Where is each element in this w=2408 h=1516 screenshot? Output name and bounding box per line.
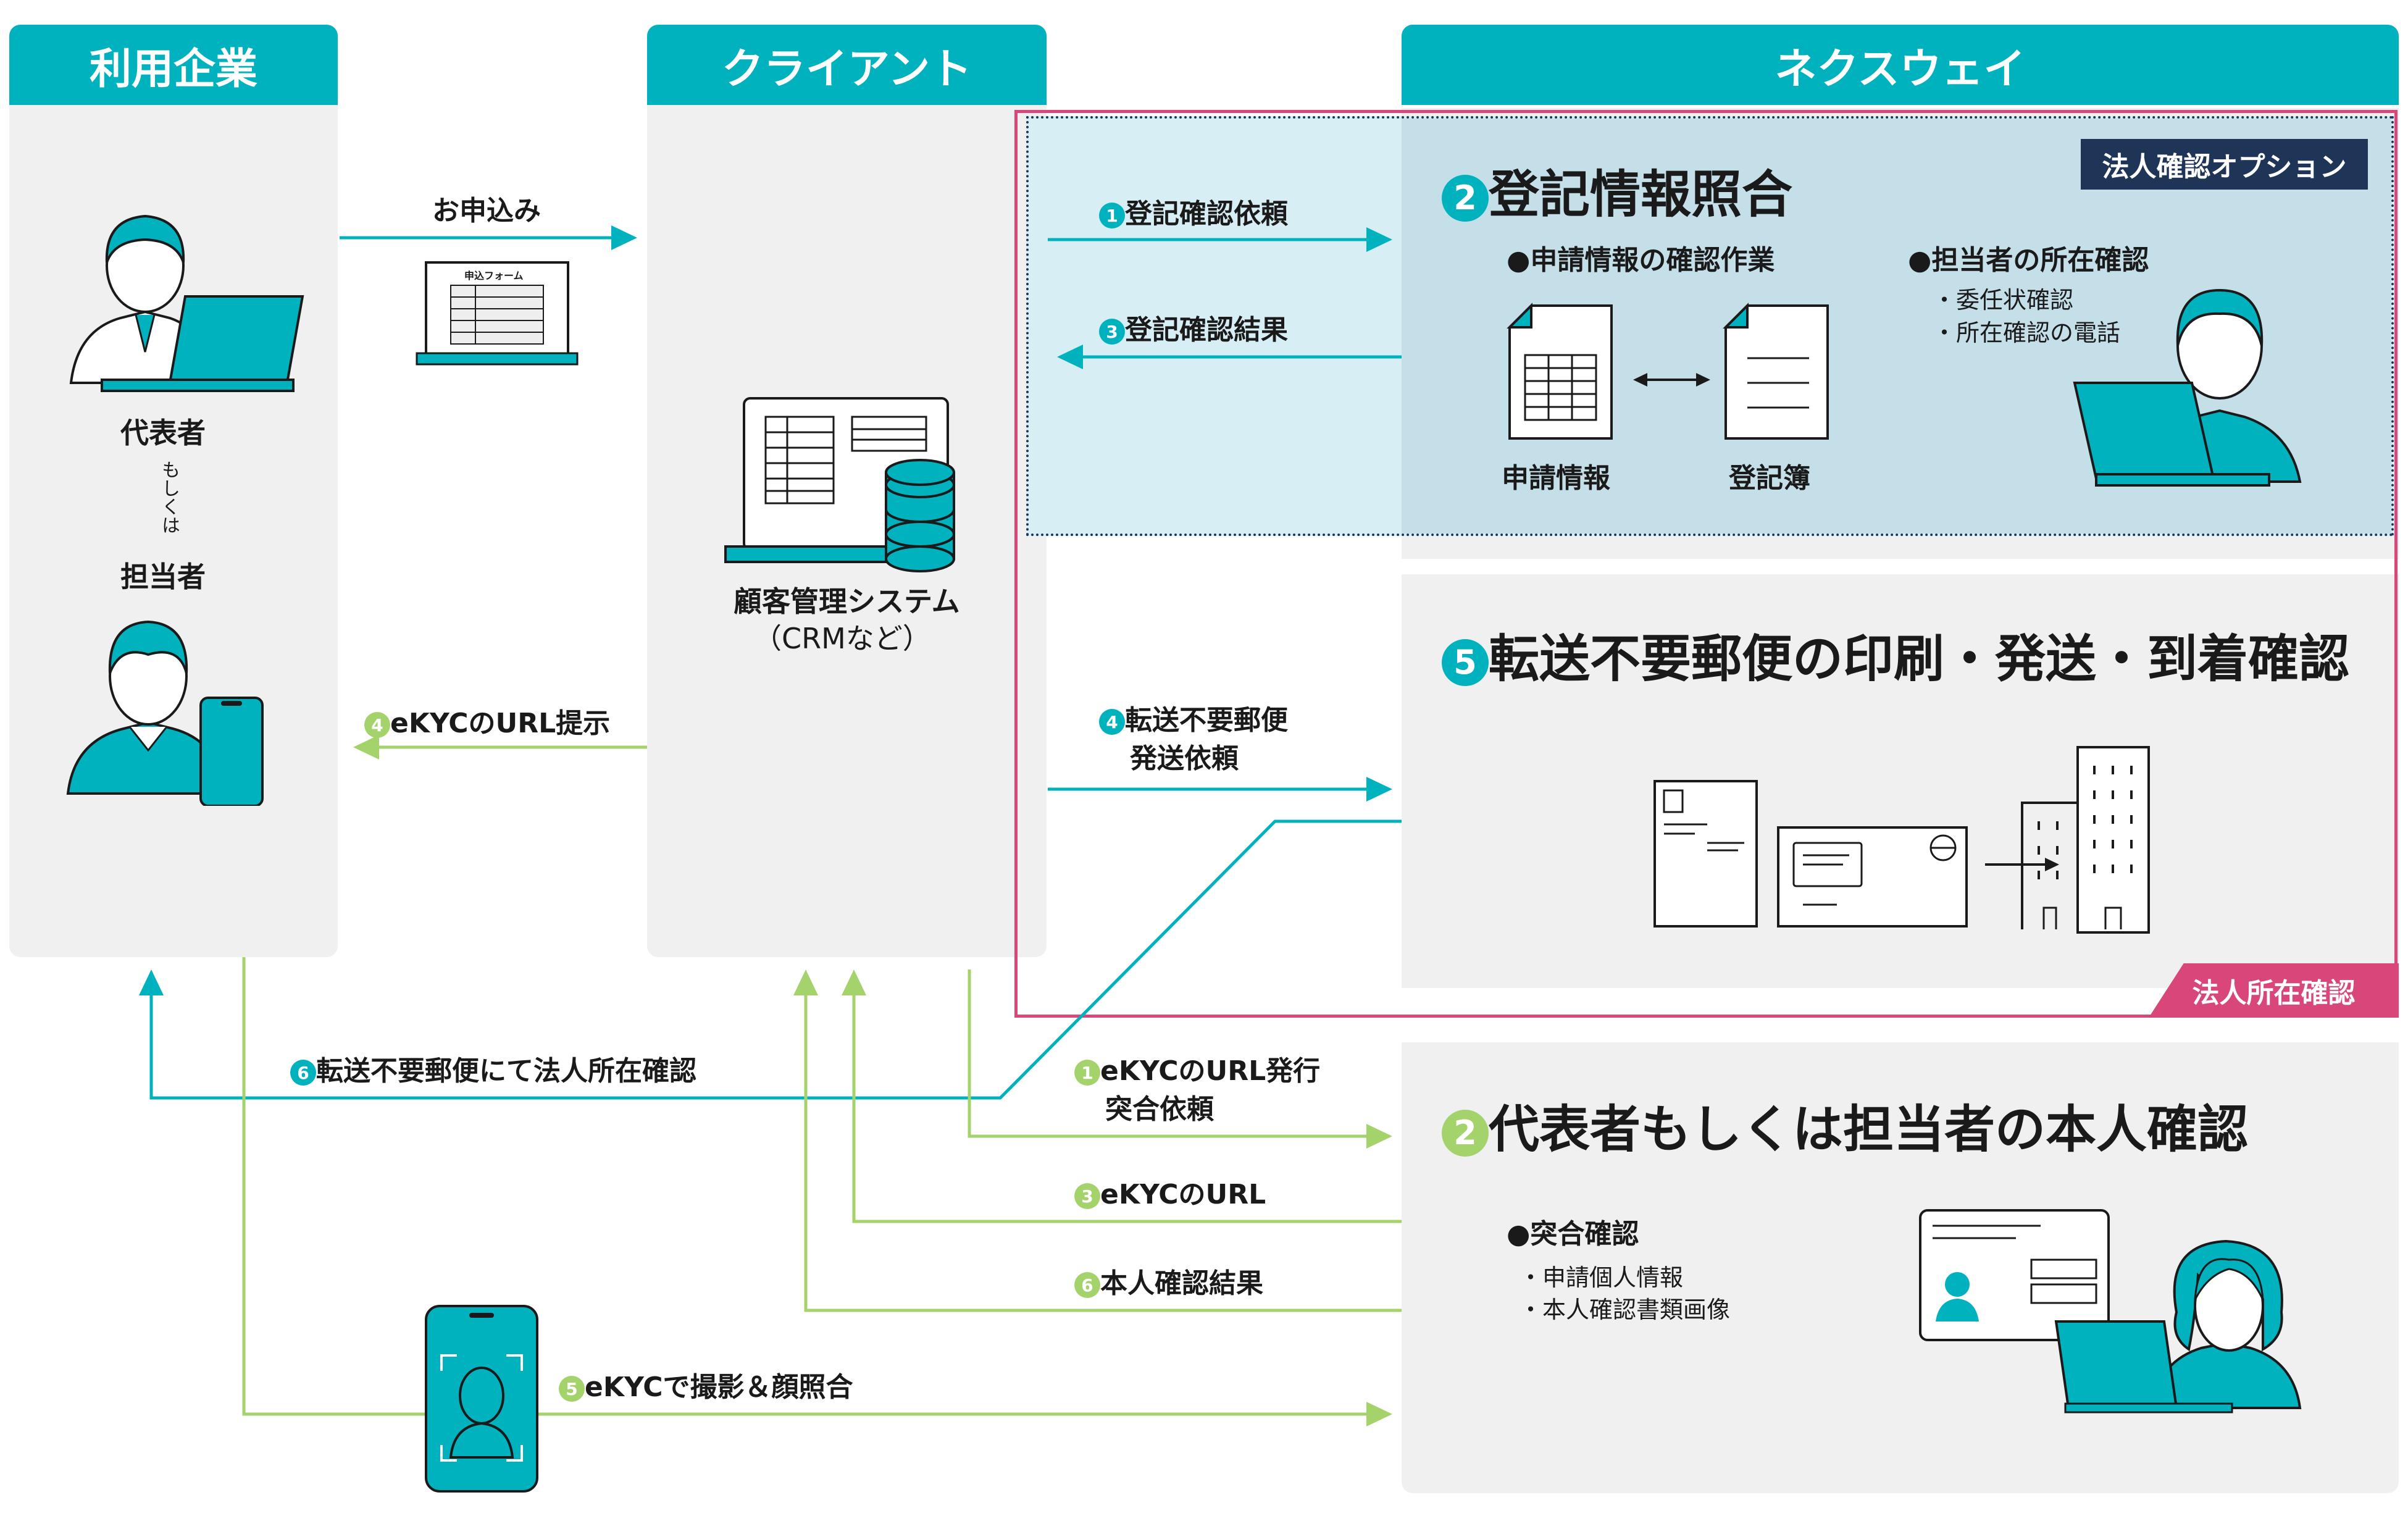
mail-process-illustration [1653, 746, 2150, 934]
operator-laptop-icon [2073, 288, 2302, 487]
crm-label-line2: （CRMなど） [753, 622, 931, 655]
company-header: 利用企業 [9, 25, 338, 105]
application-document-label: 申請情報 [1502, 463, 1610, 494]
id-card-operator-icon [1919, 1209, 2302, 1413]
corporate-option-badge: 法人確認オプション [2081, 139, 2368, 190]
arrow-mail-delivery [149, 819, 1402, 1100]
registry-book-icon [1723, 303, 1829, 440]
smartphone-face-scan-icon [425, 1305, 538, 1493]
client-header: クライアント [647, 25, 1047, 105]
representative-label: 代表者 [120, 416, 206, 450]
corporate-location-frame [1014, 110, 2398, 1018]
application-form-icon [416, 261, 579, 366]
application-label: お申込み [432, 195, 541, 227]
arrow-identity-result [804, 985, 1402, 1312]
arrow-ekyc-capture [242, 957, 1377, 1416]
application-form-label: 申込フォーム [464, 270, 524, 282]
representative-laptop-icon [69, 214, 304, 392]
step4-mail-label-line2: 発送依頼 [1130, 743, 1239, 774]
identity-bullet: ●突合確認 [1507, 1218, 1639, 1250]
person-smartphone-icon [66, 620, 264, 806]
registry-book-label: 登記簿 [1729, 463, 1810, 494]
identity-sub2: ・本人確認書類画像 [1519, 1296, 1731, 1323]
nexway-header: ネクスウェイ [1402, 25, 2399, 105]
crm-database-icon [724, 397, 955, 572]
registry-sub2: ・所在確認の電話 [1933, 319, 2121, 346]
corporate-location-badge: 法人所在確認 [2149, 963, 2399, 1018]
arrow-ekyc-url [852, 985, 1402, 1223]
step1-ekyc-label-line2: 突合依頼 [1105, 1094, 1214, 1125]
or-label: もしくは [158, 460, 180, 534]
application-document-icon [1507, 303, 1613, 440]
company-column [9, 25, 338, 957]
registry-sub1: ・委任状確認 [1933, 287, 2074, 314]
arrow-ekyc-issue [968, 969, 1377, 1138]
registry-bullet1: ●申請情報の確認作業 [1507, 245, 1775, 276]
crm-label-line1: 顧客管理システム [734, 585, 960, 618]
registry-bullet2: ●担当者の所在確認 [1908, 245, 2149, 276]
person-in-charge-label: 担当者 [120, 560, 206, 593]
identity-sub1: ・申請個人情報 [1519, 1264, 1684, 1291]
